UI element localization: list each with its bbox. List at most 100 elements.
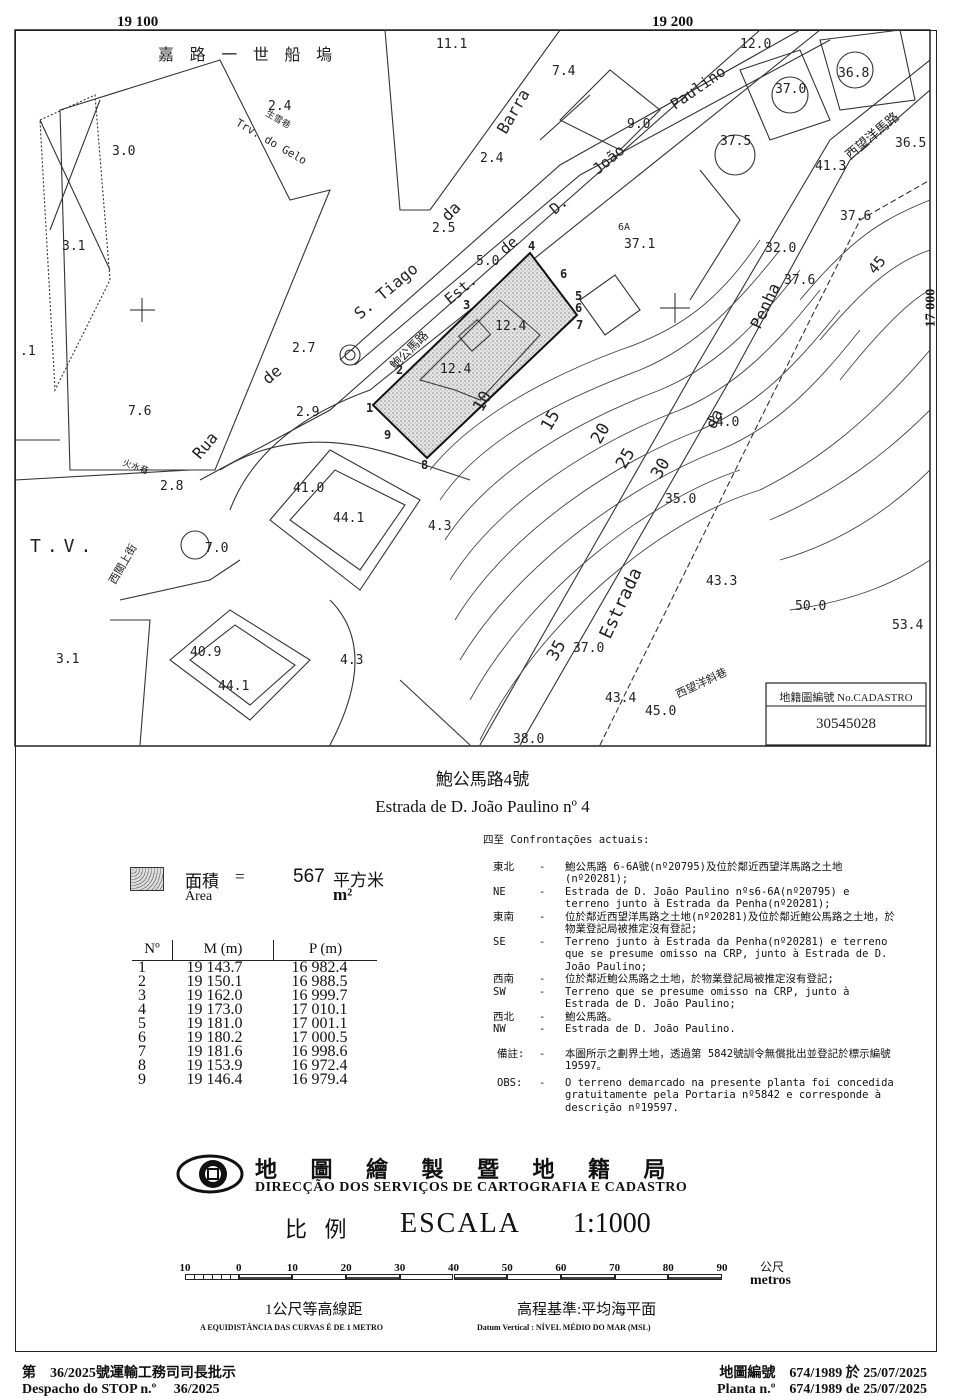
dash: -	[539, 935, 546, 948]
vertex-label: 6	[560, 267, 567, 281]
map-label: 53.4	[892, 618, 923, 633]
scale-tick-label: 90	[716, 1262, 728, 1274]
scale-segment	[292, 1274, 347, 1280]
scale-label-cn: 比 例	[285, 1217, 353, 1242]
map-label: T.V.	[30, 536, 97, 557]
map-label: Rua	[189, 428, 222, 462]
col-header: M (m)	[172, 940, 274, 961]
map-label: 43.3	[706, 574, 737, 589]
agency-name-pt: DIRECÇÃO DOS SERVIÇOS DE CARTOGRAFIA E C…	[255, 1180, 688, 1195]
confrontacao-row: 西南 - 位於鄰近鮑公馬路之土地，於物業登記局被推定沒有登記;	[493, 973, 895, 986]
map-label: 5.0	[476, 254, 499, 269]
p-coordinate: 16 999.7	[291, 987, 348, 1004]
m-coordinate: 19 153.9	[186, 1057, 243, 1074]
dash: -	[539, 973, 546, 985]
area-unit-cn: 平方米	[333, 871, 384, 890]
map-label: S. Tiago	[350, 259, 421, 323]
map-label: 7.0	[205, 541, 228, 556]
vertex-label: 7	[576, 318, 583, 332]
dash: -	[539, 1047, 546, 1060]
map-label: João	[589, 141, 628, 178]
p-coordinate: 16 979.4	[291, 1071, 348, 1088]
vertex-label: 4	[528, 239, 535, 253]
scale-unit-cn: 公尺	[760, 1260, 785, 1274]
scale-segment	[185, 1274, 239, 1280]
confrontacao-row: 東南-位於鄰近西望洋馬路之土地(nº20281)及位於鄰近鮑公馬路之土地，於物業…	[493, 911, 895, 936]
m-coordinate: 19 181.0	[186, 1015, 243, 1032]
dash: -	[539, 885, 546, 898]
boundary-text: 鮑公馬路 6-6A號(nº20795)及位於鄰近西望洋馬路之土地 (nº2028…	[565, 860, 843, 886]
map-label: 44.1	[218, 679, 249, 694]
dash: -	[539, 1010, 546, 1023]
p-coordinate: 16 972.4	[291, 1057, 348, 1074]
map-label: Barra	[493, 86, 534, 137]
map-label: 2.9	[296, 405, 319, 420]
cadastral-map: 地籍圖編號 No.CADASTRO 30545028 嘉 路 一 世 船 塢 1…	[14, 29, 931, 747]
map-label: 9.0	[627, 117, 650, 132]
map-label: 2.7	[292, 341, 315, 356]
scale-unit-pt: metros	[750, 1273, 791, 1288]
boundary-text: Estrada de D. João Paulino.	[565, 1023, 736, 1035]
cadastro-label: 地籍圖編號 No.CADASTRO	[779, 690, 912, 704]
road-edge	[229, 30, 821, 511]
vertex-label: 2	[396, 363, 403, 377]
map-label: 45.0	[645, 704, 676, 719]
map-label: 37.1	[624, 237, 655, 252]
dash: -	[539, 860, 546, 873]
map-label: .1	[20, 344, 36, 359]
scale-ratio: 1:1000	[573, 1208, 651, 1239]
map-label: 7.4	[552, 64, 576, 79]
map-label: 41.3	[815, 159, 846, 174]
scale-segment	[668, 1274, 722, 1280]
map-label: 38.0	[513, 732, 544, 747]
confrontacao-row: 東北-鮑公馬路 6-6A號(nº20795)及位於鄰近西望洋馬路之土地 (nº2…	[493, 861, 895, 886]
contour-label: 30	[647, 455, 675, 483]
map-label: 6A	[618, 222, 630, 233]
contour-interval-pt: A EQUIDISTÂNCIA DAS CURVAS É DE 1 METRO	[200, 1323, 383, 1332]
area-equals: =	[235, 867, 245, 886]
scale-segment	[346, 1274, 400, 1280]
m-coordinate: 19 180.2	[186, 1029, 243, 1046]
vertex-number: 9	[138, 1071, 146, 1088]
m-coordinate: 19 146.4	[186, 1071, 243, 1088]
vertex-number: 5	[138, 1015, 146, 1032]
dash: -	[539, 1076, 546, 1089]
map-label: 34.0	[708, 415, 739, 430]
boundary-text: O terreno demarcado na presente planta f…	[565, 1076, 894, 1114]
map-label: Est.	[441, 271, 480, 308]
map-label: 2.4	[268, 99, 292, 114]
direction-label: 西南	[493, 973, 514, 985]
map-label: 37.0	[775, 82, 806, 97]
scale-tick-label: 0	[235, 1262, 242, 1274]
contour-label: 20	[587, 420, 615, 448]
p-coordinate: 17 000.5	[291, 1029, 348, 1046]
title-pt: Estrada de D. João Paulino nº 4	[375, 797, 590, 816]
map-label: 41.0	[293, 481, 324, 496]
confrontacao-row: SW-Terreno que se presume omisso na CRP,…	[493, 986, 895, 1011]
confrontacao-row: SE-Terreno junto à Estrada da Penha(nº20…	[493, 936, 895, 974]
direction-label: NW	[493, 1023, 506, 1035]
m-coordinate: 19 173.0	[186, 1001, 243, 1018]
area-unit-pt: m²	[333, 885, 353, 904]
map-label: 44.1	[333, 511, 364, 526]
contour-interval-cn: 1公尺等高線距	[265, 1302, 363, 1318]
direction-label: SE	[493, 935, 506, 948]
map-label: 37.5	[720, 134, 751, 149]
map-label: 3.1	[62, 239, 85, 254]
datum-cn: 高程基準:平均海平面	[517, 1302, 657, 1318]
map-label: 37.6	[840, 209, 871, 224]
vertex-number: 4	[138, 1001, 146, 1018]
grid-label-m: 19 200	[652, 14, 694, 30]
map-label: 50.0	[795, 599, 826, 614]
map-label: 西關上街	[105, 541, 139, 586]
scale-segment	[560, 1274, 615, 1280]
map-label: Penha	[746, 280, 784, 332]
boundary-text: 位於鄰近鮑公馬路之土地，於物業登記局被推定沒有登記;	[565, 973, 834, 985]
map-label: 40.9	[190, 645, 221, 660]
datum-pt: Datum Vertical : NÍVEL MÉDIO DO MAR (MSL…	[477, 1323, 651, 1332]
